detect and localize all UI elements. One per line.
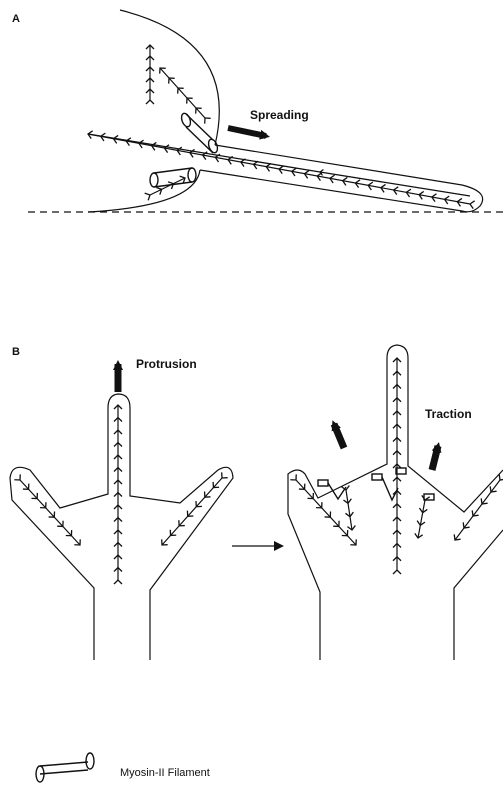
right-cell-outline <box>288 345 503 660</box>
spreading-arrow <box>228 128 266 136</box>
cell-body-outline <box>88 10 219 212</box>
actin-filament-line <box>160 68 205 118</box>
legend: Myosin-II Filament <box>36 753 210 782</box>
actin-chevron <box>146 100 154 104</box>
left-actin-filaments <box>14 405 227 584</box>
right-actin-filaments <box>290 358 503 574</box>
actin-chevron <box>205 118 211 124</box>
myosin-filament-upper <box>180 112 219 154</box>
actin-chevron <box>145 193 150 200</box>
actin-chevron <box>470 201 475 209</box>
traction-arrow-right <box>432 446 438 470</box>
filopodium-outline <box>200 145 483 212</box>
actin-chevron <box>14 474 20 480</box>
legend-myosin-label: Myosin-II Filament <box>120 767 210 779</box>
panel-a-label: A <box>12 13 20 25</box>
actin-chevrons-lamella <box>145 45 211 200</box>
myosin-filament-lower <box>150 168 196 187</box>
actin-filament-long <box>88 134 470 196</box>
actin-filament-line <box>346 490 352 530</box>
panel-b: B Protrusion Traction <box>10 345 503 660</box>
actin-filament-line <box>418 500 425 538</box>
myosin-filament-icon <box>36 753 94 782</box>
actin-chevron <box>222 472 228 478</box>
protrusion-label: Protrusion <box>136 357 197 371</box>
traction-label: Traction <box>425 407 472 421</box>
traction-arrow-left <box>334 424 344 448</box>
spreading-label: Spreading <box>250 108 309 122</box>
panel-a: A Spreading <box>12 10 503 212</box>
actin-chevron <box>393 570 401 574</box>
panel-b-label: B <box>12 346 20 358</box>
actin-chevrons-long <box>88 131 475 209</box>
actin-chevron <box>114 580 122 584</box>
actin-chevron <box>499 474 503 480</box>
actin-chevron <box>290 474 296 480</box>
